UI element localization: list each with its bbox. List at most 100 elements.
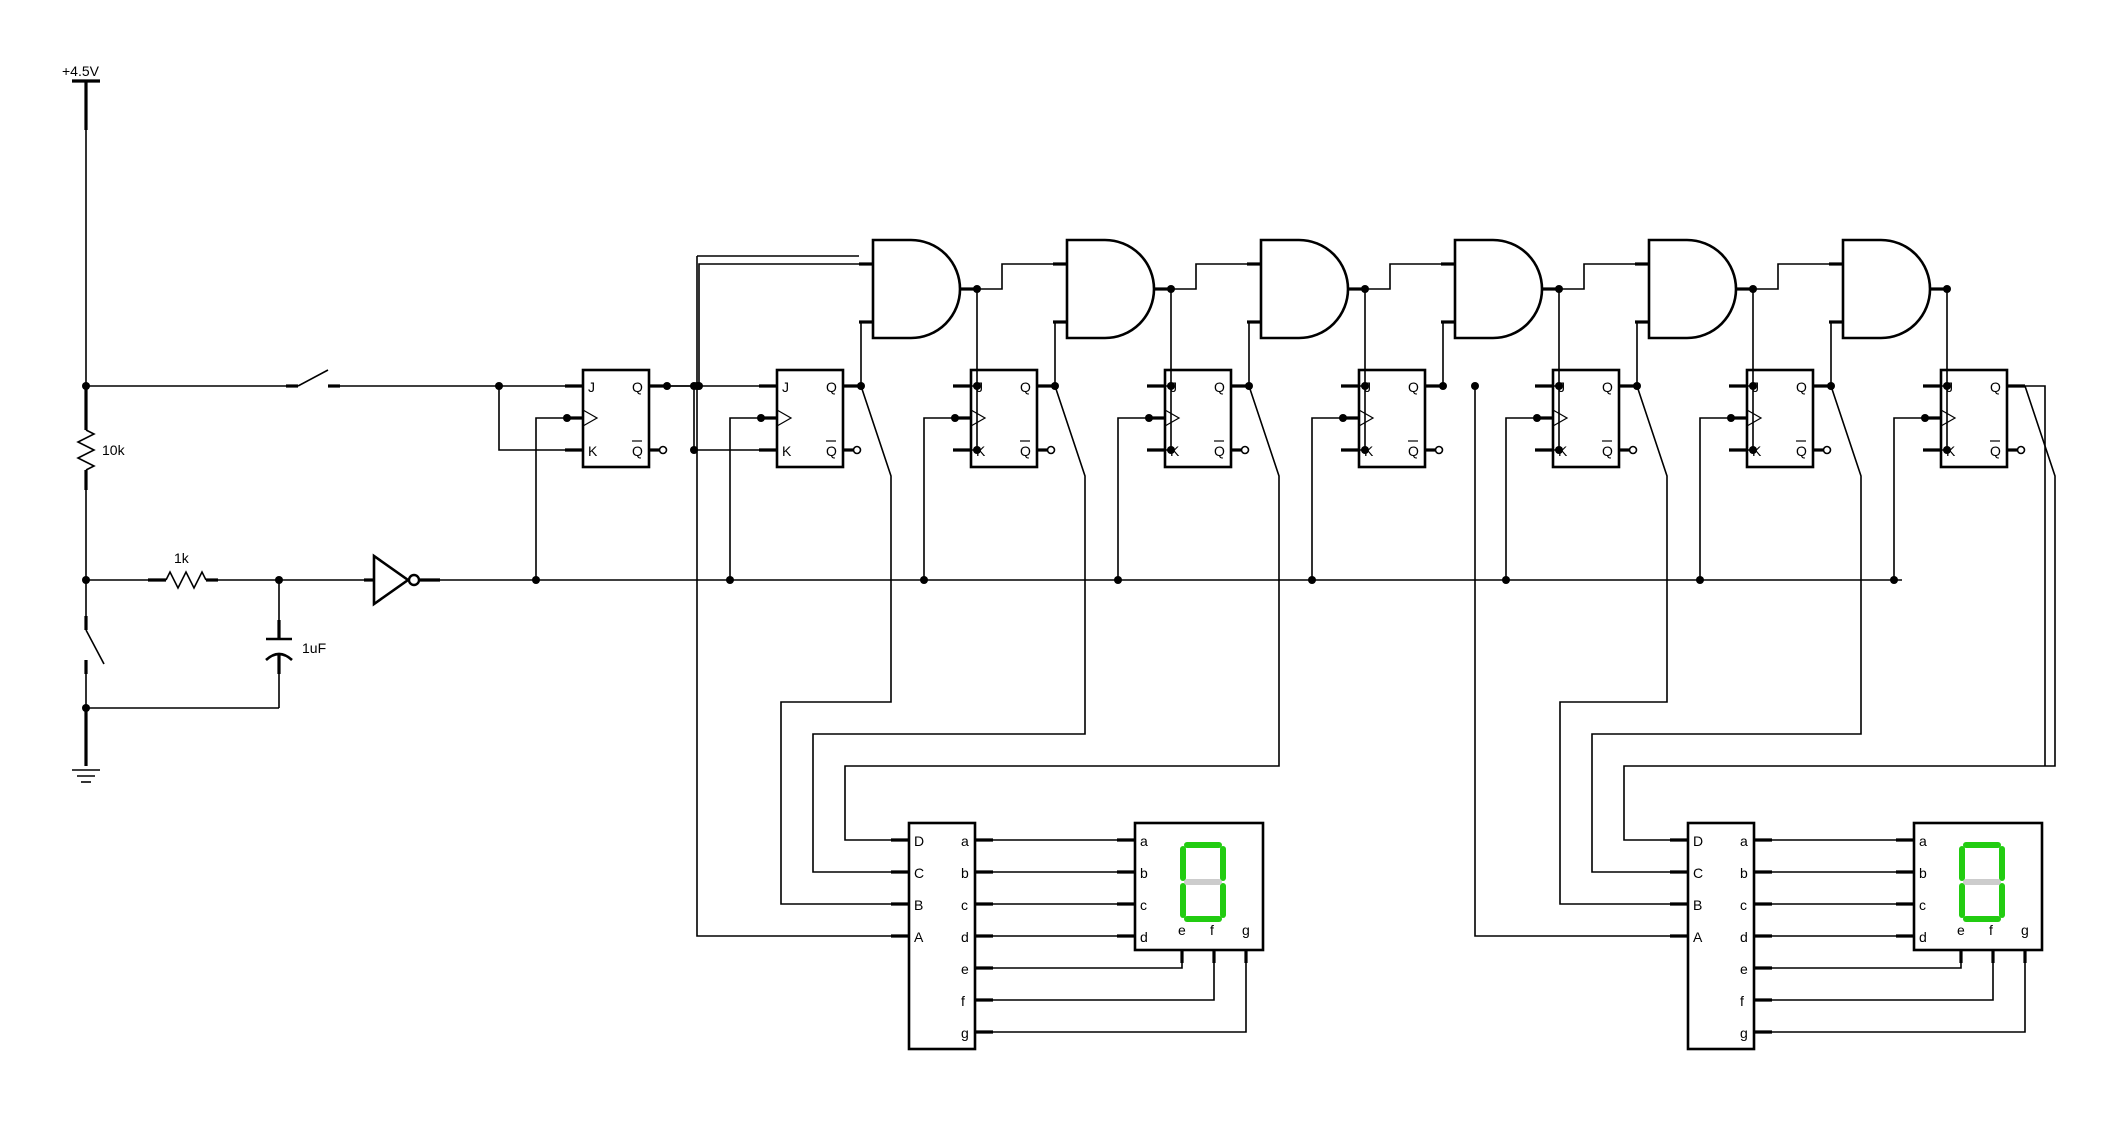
label-k: K xyxy=(782,443,792,459)
supply-label: +4.5V xyxy=(62,63,100,79)
junction-dot xyxy=(1890,576,1898,584)
decoder-output-label: f xyxy=(1740,993,1744,1009)
label-k: K xyxy=(976,443,986,459)
junction-dot xyxy=(1308,576,1316,584)
bus-line-C xyxy=(812,385,1086,873)
display-pin-label: a xyxy=(1140,833,1148,849)
decoder-output-label: a xyxy=(1740,833,1748,849)
junction-dot xyxy=(951,414,959,422)
bus-line-A xyxy=(696,386,891,937)
junction-dot xyxy=(1749,446,1757,454)
label-qbar: Q xyxy=(632,443,643,459)
label-k: K xyxy=(1752,443,1762,459)
label-q: Q xyxy=(632,379,643,395)
junction-dot xyxy=(1339,414,1347,422)
segment-wire xyxy=(1772,963,1994,1001)
q-to-and xyxy=(1247,321,1250,386)
decoder-output-label: g xyxy=(1740,1025,1748,1041)
clock-wire xyxy=(1117,417,1147,580)
junction-dot xyxy=(920,576,928,584)
qbar-bubble xyxy=(1046,445,1056,455)
decoder-input-label: A xyxy=(914,929,924,945)
display-pin-label: b xyxy=(1919,865,1927,881)
junction-dot xyxy=(1439,382,1447,390)
junction-dot xyxy=(495,382,503,390)
label-k: K xyxy=(1558,443,1568,459)
bus-line-B xyxy=(1559,385,1670,905)
flip-flop-chain: JKQQJKQQJKQQJKQQJKQQJKQQJKQQJKQQ xyxy=(495,368,2026,584)
junction-dot xyxy=(1533,414,1541,422)
carry-chain xyxy=(1365,263,1441,290)
decoder-output-label: a xyxy=(961,833,969,849)
clock-triangle xyxy=(1940,409,1957,427)
flip-flop-body xyxy=(1163,368,1233,469)
display-pin-label: d xyxy=(1140,929,1148,945)
flip-flop-body xyxy=(1551,368,1621,469)
display-pin-label: d xyxy=(1919,929,1927,945)
bus-line-C xyxy=(1591,385,1862,873)
segment-wire xyxy=(1772,963,2026,1033)
junction-dot xyxy=(1167,446,1175,454)
segment-wire xyxy=(993,963,1215,1001)
flip-flop-body xyxy=(775,368,845,469)
and-gate-3 xyxy=(1245,238,1441,454)
flip-flop-body xyxy=(1939,368,2009,469)
label-k: K xyxy=(588,443,598,459)
label-qbar: Q xyxy=(1796,443,1807,459)
and-gate-body xyxy=(871,238,962,340)
carry-chain xyxy=(1171,263,1247,290)
resistor-10k xyxy=(76,429,96,471)
decoder-input-label: C xyxy=(1693,865,1703,881)
clock-wire xyxy=(1893,417,1923,580)
qbar-bubble xyxy=(1822,445,1832,455)
label-q: Q xyxy=(826,379,837,395)
qbar-bubble xyxy=(658,445,668,455)
clock-triangle xyxy=(970,409,987,427)
and-gate-2 xyxy=(1051,238,1247,454)
display-pin-label: e xyxy=(1957,922,1965,938)
decoder-input-label: D xyxy=(914,833,924,849)
switch-2[interactable] xyxy=(85,629,105,665)
display-pin-label: g xyxy=(2021,922,2029,938)
q-to-and xyxy=(1441,321,1444,386)
clock-wire xyxy=(923,417,953,580)
label-k: K xyxy=(1946,443,1956,459)
and-gate-chain xyxy=(663,238,1951,454)
label-qbar: Q xyxy=(1214,443,1225,459)
qbar-bubble xyxy=(852,445,862,455)
decoder-output-label: c xyxy=(1740,897,1747,913)
switch-1[interactable] xyxy=(297,369,329,387)
display-pin-label: b xyxy=(1140,865,1148,881)
qbar-bubble xyxy=(2016,445,2026,455)
r1k-label: 1k xyxy=(174,550,190,566)
carry-chain xyxy=(977,263,1053,290)
bcd-bus xyxy=(693,255,2056,937)
bus-line-D xyxy=(844,385,1280,841)
label-q: Q xyxy=(1020,379,1031,395)
bus-line-A xyxy=(1474,386,1670,937)
flip-flop-body xyxy=(1745,368,1815,469)
and-gate-body xyxy=(1647,238,1738,340)
label-q: Q xyxy=(1408,379,1419,395)
and-gate-6 xyxy=(1827,238,1951,454)
carry-chain xyxy=(1753,263,1829,290)
and-gate-1 xyxy=(857,238,1053,454)
junction-dot xyxy=(1361,446,1369,454)
junction-dot xyxy=(757,414,765,422)
and-gate-body xyxy=(1065,238,1156,340)
display-pin-label: c xyxy=(1919,897,1926,913)
resistor-1k xyxy=(165,570,207,590)
display-pin-label: e xyxy=(1178,922,1186,938)
clock-triangle xyxy=(582,409,599,427)
junction-dot xyxy=(1555,446,1563,454)
bus-line-B xyxy=(780,385,892,905)
